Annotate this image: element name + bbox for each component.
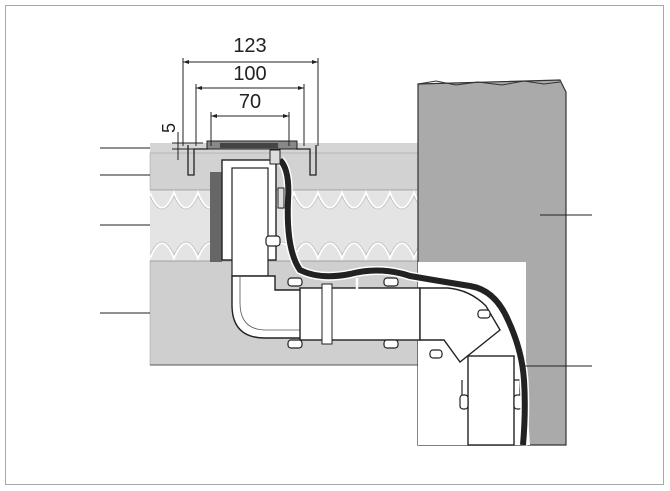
drain-inner-pipe — [231, 167, 269, 277]
dimension-70: 70 — [239, 91, 261, 113]
horizontal-pipe — [299, 287, 421, 341]
drain-shell — [210, 172, 222, 262]
frame-border — [5, 5, 664, 485]
vertical-down-pipe — [467, 355, 515, 446]
dimension-arrows — [183, 60, 318, 118]
angled-pipe — [419, 287, 501, 364]
pipe-coupling — [321, 283, 333, 345]
dimension-lines — [172, 58, 319, 160]
drain-fitting — [269, 149, 285, 209]
leader-lines — [100, 147, 592, 367]
drain-frame-right — [296, 145, 317, 176]
sealing-membrane-band — [277, 157, 528, 446]
dimension-5: 5 — [159, 123, 179, 133]
dimension-100: 100 — [233, 63, 266, 85]
pipe-clips — [265, 235, 523, 410]
wall-rough-edge — [417, 80, 561, 86]
elbow-pipe-inner — [239, 276, 318, 331]
dimension-123: 123 — [233, 35, 266, 57]
drain-grate-top — [220, 143, 278, 148]
